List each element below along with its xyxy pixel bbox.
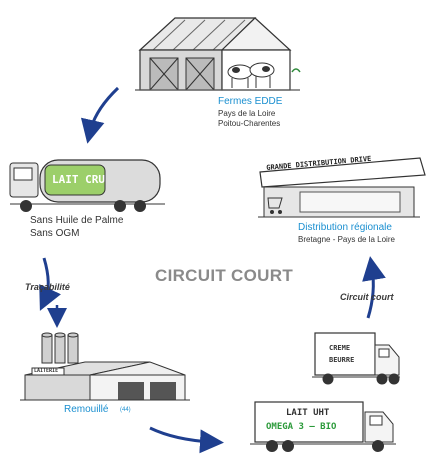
milk-tank-truck-illustration (9, 159, 165, 212)
cream-line-1: CREME (329, 344, 351, 352)
arrow-farm-to-truck (80, 86, 120, 144)
cream-truck-illustration (312, 332, 400, 385)
cream-line-2: BEURRE (329, 356, 355, 364)
uht-line-1: LAIT UHT (286, 408, 330, 418)
dairy-sign: LAITERIE (34, 368, 59, 374)
store-subtitle: Bretagne - Pays de la Loire (298, 235, 395, 244)
farm-region-2: Poitou-Charentes (218, 119, 281, 128)
uht-line-2: OMEGA 3 – BIO (266, 422, 337, 432)
farm-region-1: Pays de la Loire (218, 109, 276, 118)
uht-truck-illustration (250, 401, 396, 452)
arrow-truck-to-dairy (39, 257, 61, 311)
dairy-building-illustration (20, 332, 190, 401)
arrow-cream-to-store (362, 256, 386, 319)
center-title: CIRCUIT COURT (155, 266, 293, 285)
store-title: Distribution régionale (298, 222, 392, 233)
arrow-dairy-to-uht (149, 426, 224, 454)
tank-label: LAIT CRU (52, 173, 105, 186)
arrow-label-tracabilite: Traçabilité (25, 282, 70, 292)
dairy-name: Remouillé (64, 404, 109, 415)
store-illustration (258, 157, 426, 218)
dairy-code: (44) (120, 407, 131, 413)
milk-note-1: Sans Huile de Palme (30, 215, 124, 226)
farm-name: Fermes EDDE (218, 96, 283, 107)
farm-barn-illustration (135, 17, 301, 91)
arrow-label-circuit-court: Circuit court (340, 292, 394, 302)
milk-note-2: Sans OGM (30, 228, 80, 239)
